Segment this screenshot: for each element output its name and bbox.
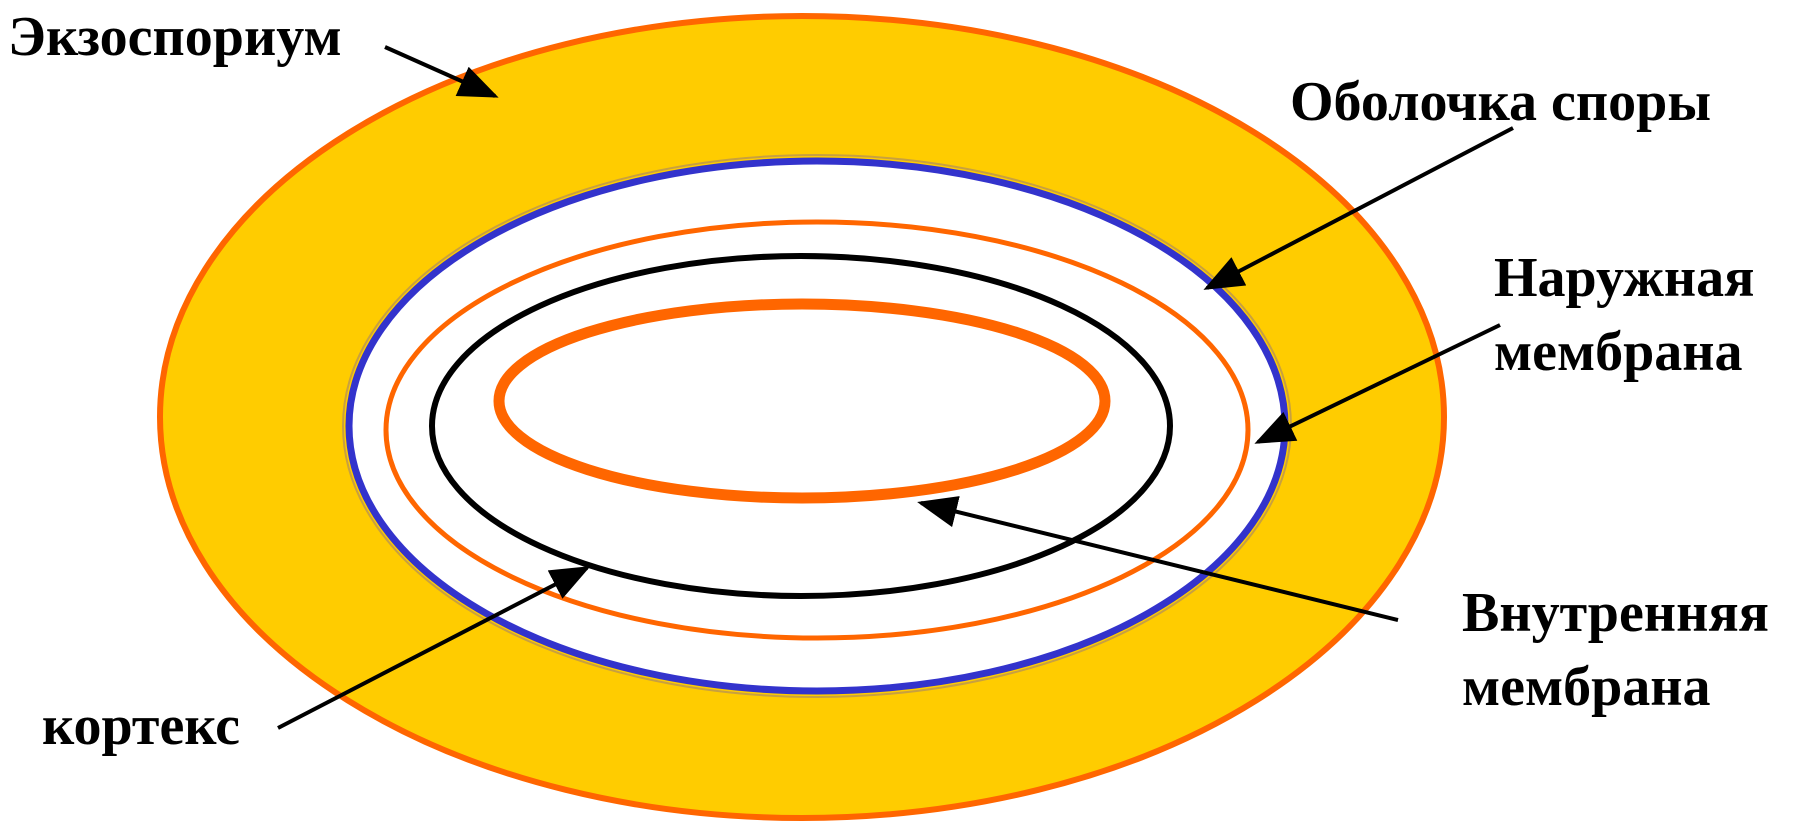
cortex-ring [429, 253, 1173, 599]
inner-membrane-arrow [917, 496, 1399, 622]
inner-membrane-ring [493, 298, 1111, 504]
outer-membrane-arrow [1254, 323, 1501, 444]
spore-coat-label: Оболочка споры [1290, 71, 1711, 133]
spore-coat-arrow [1203, 126, 1514, 290]
inner-membrane-label-line1: Внутренняя [1462, 582, 1769, 644]
cortex-arrow [277, 566, 591, 730]
outer-membrane-ring [383, 219, 1251, 641]
inner-membrane-label-line2: мембрана [1462, 656, 1711, 718]
outer-membrane-label-line2: мембрана [1494, 321, 1743, 383]
exosporium-label: Экзоспориум [8, 6, 342, 68]
exosporium-arrow [384, 45, 499, 98]
cortex-label: кортекс [42, 695, 240, 757]
outer-membrane-label-line1: Наружная [1494, 247, 1754, 309]
